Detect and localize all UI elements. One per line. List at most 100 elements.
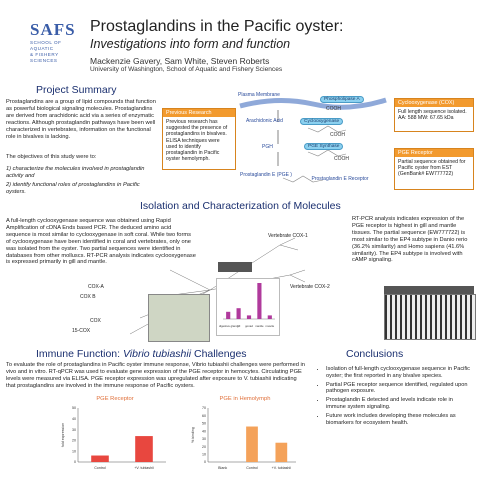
poster-title: Prostaglandins in the Pacific oyster: — [90, 18, 344, 35]
cox-head: Cyclooxygenase (COX) — [395, 99, 473, 107]
summary-heading: Project Summary — [36, 84, 117, 96]
isolation-heading: Isolation and Characterization of Molecu… — [140, 200, 341, 212]
isolation-left-text: A full-length cyclooxygenase sequence wa… — [6, 218, 196, 266]
logo-line-4: SCIENCES — [30, 58, 58, 63]
tree-cox-a: COX-A — [88, 284, 104, 290]
label-ep-receptor: Prostaglandin E Receptor — [311, 176, 369, 182]
chart-1-y-tick-label: 50 — [72, 406, 76, 410]
affiliation: University of Washington, School of Aqua… — [90, 66, 283, 73]
label-cyclooxygenase: Cyclooxygenase — [300, 118, 344, 125]
conclusions-heading: Conclusions — [346, 348, 404, 360]
safs-logo: SAFS SCHOOL OF AQUATIC & FISHERY SCIENCE… — [30, 20, 76, 64]
chart-2-y-tick-label: 40 — [202, 429, 206, 433]
label-cooh-1: COOH — [326, 106, 341, 112]
chart-1-y-tick-label: 40 — [72, 417, 76, 421]
chart-1-x-tick-label: +V. tubiashii — [134, 466, 154, 470]
tissue-bar — [267, 315, 272, 319]
objective-1: 1) characterize the molecules involved i… — [6, 166, 145, 179]
label-cooh-2: COOH — [330, 132, 345, 138]
gel-image — [218, 262, 252, 272]
chart-2-y-tick-label: 10 — [202, 452, 206, 456]
chart-1-y-tick-label: 10 — [72, 449, 76, 453]
logo-line-3: & FISHERY — [30, 52, 59, 57]
sequence-alignment — [384, 294, 476, 340]
chart-2-y-tick-label: 70 — [202, 406, 206, 410]
conclusions-list: Isolation of full-length cyclooxygenase … — [318, 366, 474, 428]
chart-2-y-tick-label: 50 — [202, 422, 206, 426]
label-arachidonic-acid: Arachidonic Acid — [246, 118, 283, 124]
cox-box: Cyclooxygenase (COX) Full length sequenc… — [394, 98, 474, 132]
previous-research-box: Previous Research Previous research has … — [162, 108, 236, 170]
label-pge-synthase: PGE Synthase — [304, 143, 344, 150]
tree-cox: COX — [90, 318, 101, 324]
pge-receptor-body: Partial sequence obtained for Pacific oy… — [398, 159, 466, 178]
previous-research-head: Previous Research — [163, 109, 235, 117]
tissue-x-tick-label: gill — [237, 324, 241, 328]
tissue-bar — [257, 283, 262, 319]
chart-2-y-tick-label: 20 — [202, 445, 206, 449]
chart-1-bar — [91, 455, 109, 462]
chart-2-x-tick-label: Control — [246, 466, 258, 470]
label-phospholipase: Phospholipase A — [320, 96, 364, 103]
chart-2-x-tick-label: +V. tubiashii — [272, 466, 292, 470]
tissue-bar — [236, 308, 241, 319]
chart-2-y-tick-label: 0 — [204, 460, 206, 464]
tissue-bar — [246, 315, 252, 319]
tree-15-cox: 15-COX — [72, 328, 91, 334]
logo-line-1: SCHOOL OF — [30, 40, 62, 45]
chart-2-x-tick-label: Blank — [218, 466, 227, 470]
phylo-tree-svg — [129, 237, 306, 335]
authors: Mackenzie Gavery, Sam White, Steven Robe… — [90, 56, 270, 66]
label-cooh-3: COOH — [334, 156, 349, 162]
tissue-x-tick-label: muscle — [265, 324, 274, 328]
immune-heading-lead: Immune Function: — [36, 348, 121, 360]
previous-research-body: Previous research has suggested the pres… — [166, 119, 228, 163]
conclusion-item: Partial PGE receptor sequence identified… — [326, 382, 474, 396]
cox-body: Full length sequence isolated. AA: 588 M… — [398, 109, 467, 122]
chart-1-y-tick-label: 30 — [72, 428, 76, 432]
tissue-x-tick-label: gonad — [245, 324, 253, 328]
chart-2-y-tick-label: 30 — [202, 437, 206, 441]
tree-cox-b: COX B — [80, 294, 96, 300]
tree-vertebrate-cox-2: Vertebrate COX-2 — [290, 284, 330, 290]
chart-2-y-tick-label: 60 — [202, 414, 206, 418]
chart-1-y-tick-label: 0 — [74, 460, 76, 464]
logo-mark: SAFS — [30, 20, 76, 39]
chart-2-bar — [246, 426, 258, 462]
chart-1-y-tick-label: 20 — [72, 439, 76, 443]
immune-heading-tail: Challenges — [194, 348, 247, 360]
oyster-photo — [148, 294, 210, 342]
chart-2-bar — [275, 442, 288, 462]
chart-1-bar — [135, 436, 153, 462]
poster-subtitle: Investigations into form and function — [90, 37, 291, 51]
isolation-right-text: RT-PCR analysis indicates expression of … — [352, 216, 468, 264]
pge-receptor-head: PGE Receptor — [395, 149, 473, 157]
chart-1-title: PGE Receptor — [96, 396, 134, 402]
chart-1-x-tick-label: Control — [94, 466, 106, 470]
tree-vertebrate-cox-1: Vertebrate COX-1 — [268, 233, 308, 239]
tissue-x-tick-label: mantle — [255, 324, 264, 328]
label-plasma-membrane: Plasma Membrane — [238, 92, 280, 98]
summary-objectives-lead: The objectives of this study were to: — [6, 154, 97, 160]
immune-heading: Immune Function: Vibrio tubiashii Challe… — [36, 348, 247, 360]
label-pgh2: PGH — [262, 144, 273, 150]
conclusion-item: Future work includes developing these mo… — [326, 413, 474, 427]
label-pge2: Prostaglandin E (PGE ) — [240, 172, 292, 178]
tissue-x-tick-label: digestive gland — [219, 324, 238, 328]
chart-1-y-axis-label: fold expression — [61, 423, 65, 447]
conclusion-item: Isolation of full-length cyclooxygenase … — [326, 366, 474, 380]
phylo-tree — [110, 230, 310, 340]
summary-intro: Prostaglandins are a group of lipid comp… — [6, 99, 156, 140]
pathway-svg — [239, 97, 387, 183]
receptor-gel — [384, 286, 474, 294]
immune-heading-species: Vibrio tubiashii — [122, 348, 192, 360]
conclusion-item: Prostaglandin E detected and levels indi… — [326, 397, 474, 411]
objective-2: 2) identify functional roles of prostagl… — [6, 182, 140, 195]
